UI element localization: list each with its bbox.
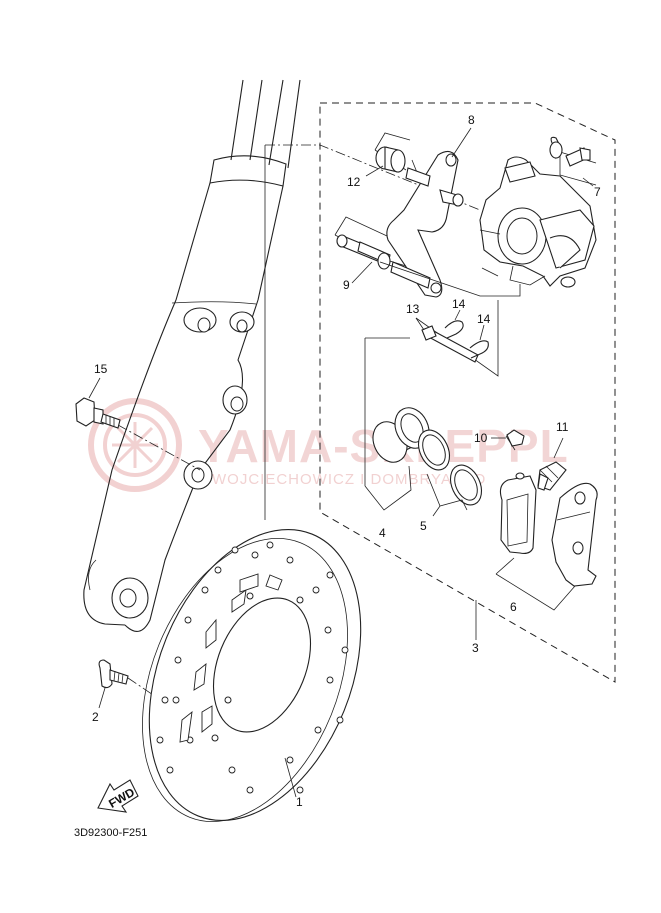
callout-7: 7 <box>594 185 601 199</box>
caliper-body <box>479 156 597 288</box>
watermark-subtitle: WOJCIECHOWICZ I DOMBRYAUTO <box>212 471 486 488</box>
callout-4: 4 <box>379 526 386 540</box>
part-12-bushing <box>365 132 411 177</box>
part-7-bleed-screw <box>549 136 597 187</box>
callout-3: 3 <box>472 641 479 655</box>
callout-6: 6 <box>510 600 517 614</box>
callout-8: 8 <box>468 113 475 127</box>
caliper-assembly-boundary <box>319 102 616 683</box>
part-15-bolt <box>75 377 121 429</box>
part-13-pad-pin <box>415 300 499 377</box>
callout-15: 15 <box>94 362 108 376</box>
callout-10: 10 <box>474 431 488 445</box>
part-14-clip-left <box>444 309 464 339</box>
part-9-slide-pin <box>334 216 431 289</box>
part-2-disc-bolt <box>98 659 129 709</box>
callout-13: 13 <box>406 302 420 316</box>
watermark: YAMA-SKLEPPL WOJCIECHOWICZ I DOMBRYAUTO <box>88 398 568 492</box>
part-1-brake-disc <box>142 529 362 822</box>
callout-9: 9 <box>343 278 350 292</box>
callout-5: 5 <box>420 519 427 533</box>
watermark-logo <box>88 398 182 492</box>
guide-line-mid <box>481 267 499 277</box>
axis-line-bolt-15 <box>117 424 201 471</box>
front-fork <box>83 79 301 632</box>
part-5-piston-seals <box>417 429 483 517</box>
callout-14-right: 14 <box>477 312 491 326</box>
callout-12: 12 <box>347 175 361 189</box>
part-10-pad-spring <box>491 429 525 451</box>
callout-14-left: 14 <box>452 297 466 311</box>
part-8-caliper-bracket <box>386 127 472 298</box>
fwd-arrow-icon: FWD <box>97 779 139 813</box>
guide-line-lower <box>379 261 521 297</box>
callout-2: 2 <box>92 710 99 724</box>
callout-11: 11 <box>556 420 569 434</box>
diagram-code: 3D92300-F251 <box>74 827 147 839</box>
part-11-pad-support <box>537 437 567 491</box>
callout-1: 1 <box>296 795 303 809</box>
part-6-brake-pads <box>495 472 598 611</box>
part-14-clip-right <box>469 324 489 359</box>
